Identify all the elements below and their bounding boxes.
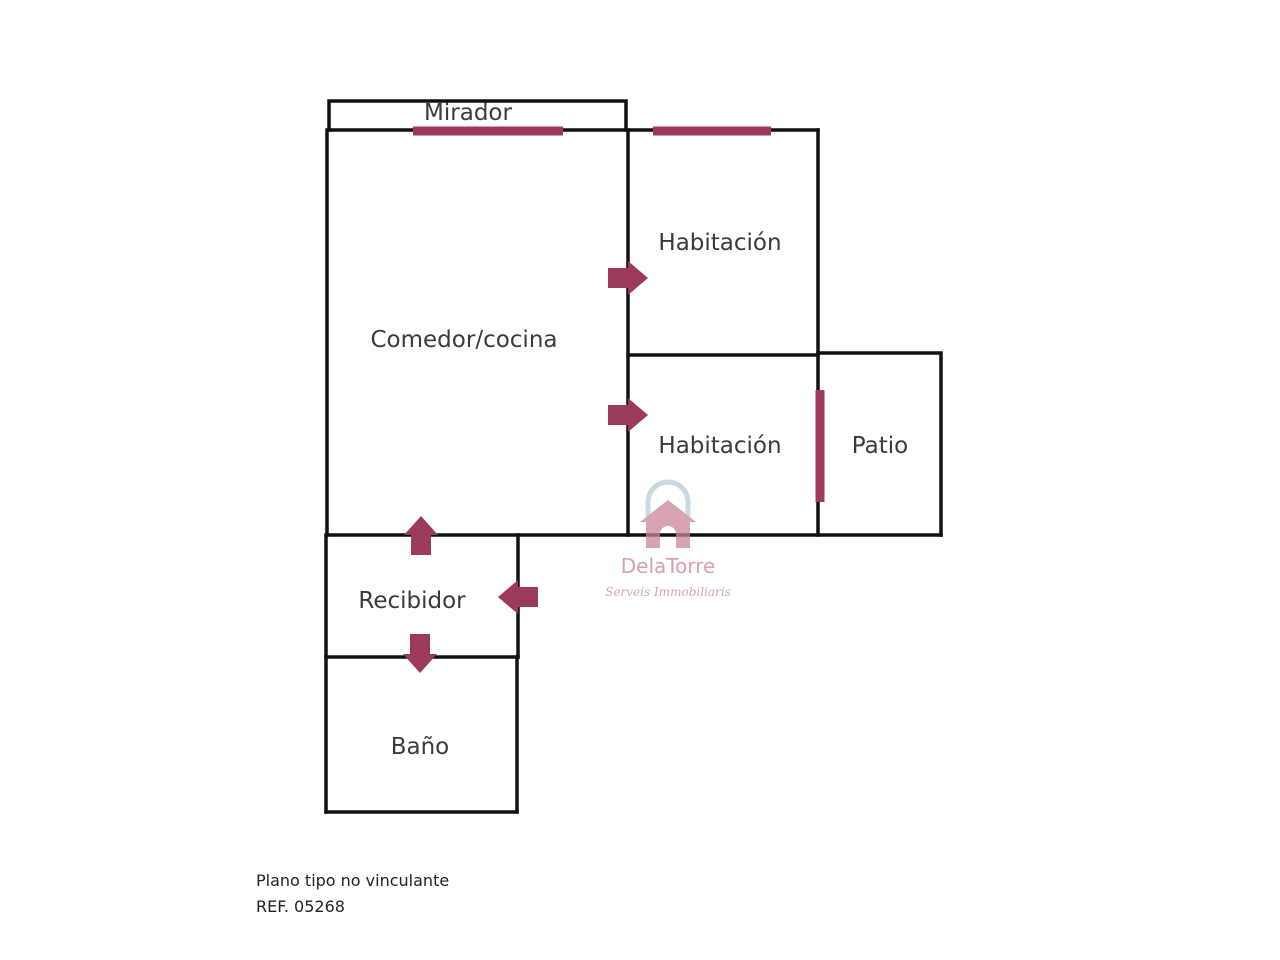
logo-house-icon <box>640 500 696 548</box>
logo-subtitle: Serveis Immobiliaris <box>605 585 731 599</box>
room-label-patio: Patio <box>851 433 909 459</box>
mirador-wall <box>327 99 628 132</box>
room-label-recibidor: Recibidor <box>358 588 466 614</box>
logo-name: DelaTorre <box>620 554 716 578</box>
arrow-down-icon <box>403 634 437 673</box>
reference-number: REF. 05268 <box>256 897 345 916</box>
disclaimer-note: Plano tipo no vinculante <box>256 871 450 890</box>
arrow-left-icon <box>498 580 538 614</box>
logo-arch-icon <box>645 479 691 520</box>
room-label-comedor: Comedor/cocina <box>370 327 558 353</box>
room-label-habitacion-2: Habitación <box>658 433 782 459</box>
room-label-mirador: Mirador <box>424 100 512 126</box>
patio-wall <box>816 351 943 537</box>
logo-mark <box>640 479 696 548</box>
walls <box>324 99 943 814</box>
windows <box>413 126 825 502</box>
arrow-right-icon <box>608 398 648 432</box>
arrow-right-icon <box>608 261 648 295</box>
room-label-habitacion-1: Habitación <box>658 230 782 256</box>
room-label-bano: Baño <box>390 734 450 760</box>
arrow-up-icon <box>404 516 438 555</box>
door-arrows <box>403 261 648 673</box>
